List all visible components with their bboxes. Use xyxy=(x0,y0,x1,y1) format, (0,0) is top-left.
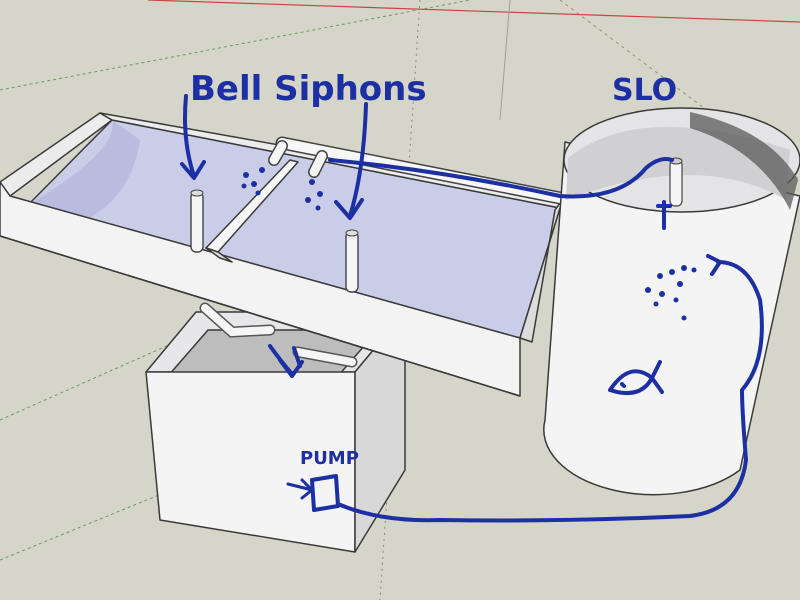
annotations: Bell Siphons SLO xyxy=(180,69,764,523)
water-spray-left xyxy=(241,167,265,196)
sump-drain-arrow xyxy=(268,344,304,378)
fish-icon xyxy=(608,360,664,395)
siphon-line xyxy=(328,157,674,199)
bell-siphons-label: Bell Siphons xyxy=(190,69,427,109)
slo-label: SLO xyxy=(612,73,677,108)
water-spray-slo xyxy=(645,265,697,321)
bell-siphon-standpipes xyxy=(190,189,359,293)
return-loop xyxy=(336,254,764,523)
pump-label: PUMP xyxy=(300,448,359,469)
pump-inlet-arrow xyxy=(286,478,314,500)
drain-pipes xyxy=(199,302,358,368)
water-spray-right xyxy=(305,179,323,211)
slo-outlet-drip xyxy=(656,200,672,230)
arrow-left-siphon xyxy=(180,94,206,180)
